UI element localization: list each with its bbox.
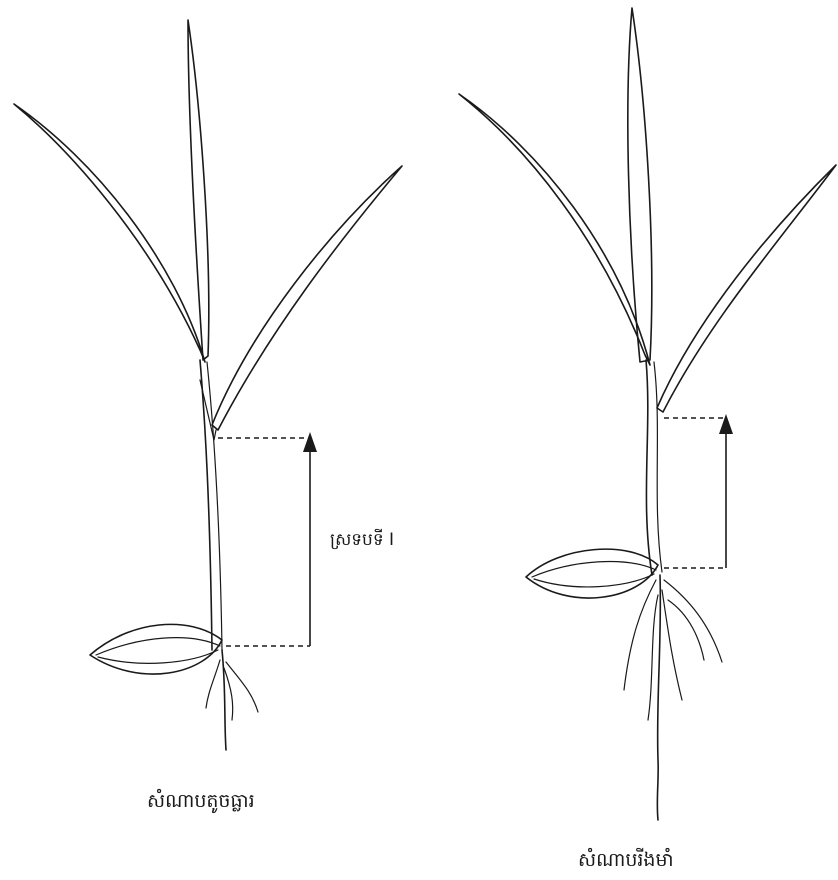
right-seedling-root-5 xyxy=(668,600,704,660)
right-seedling-seed-vein xyxy=(532,562,656,577)
left-seedling-root-2 xyxy=(226,662,258,712)
left-seedling-root-1 xyxy=(206,660,220,708)
right-seedling-main-root xyxy=(657,575,660,820)
right-seedling-right-leaf xyxy=(657,165,836,412)
left-seedling-main-root xyxy=(222,650,226,750)
right-seedling: សំណាបរីងមាំ xyxy=(459,8,836,871)
left-seedling-seed-vein xyxy=(96,638,220,655)
left-seedling-seed-vein-2 xyxy=(98,650,218,663)
left-seedling-center-leaf xyxy=(188,20,209,360)
left-dimension-label: ស្រទបទី I xyxy=(330,528,394,550)
right-seedling-root-2 xyxy=(664,580,722,662)
right-seedling-root-3 xyxy=(662,590,682,700)
right-seedling-seed-vein-2 xyxy=(534,574,654,587)
left-seedling-left-leaf xyxy=(14,104,205,362)
right-seedling-left-leaf xyxy=(459,94,650,365)
left-seedling-right-leaf xyxy=(212,166,402,430)
right-seedling-stem-inner xyxy=(654,362,662,572)
left-seedling: ស្រទបទី I សំណាបតូចធ្លារ xyxy=(14,20,402,814)
right-measure-arrow-head xyxy=(719,414,733,434)
right-seedling-caption: សំណាបរីងមាំ xyxy=(578,847,674,871)
left-seedling-caption: សំណាបតូចធ្លារ xyxy=(147,788,255,814)
left-measure-arrow-head xyxy=(303,432,317,452)
right-seedling-stem xyxy=(646,360,652,575)
right-seedling-seed xyxy=(526,549,658,598)
right-seedling-root-4 xyxy=(648,595,658,720)
